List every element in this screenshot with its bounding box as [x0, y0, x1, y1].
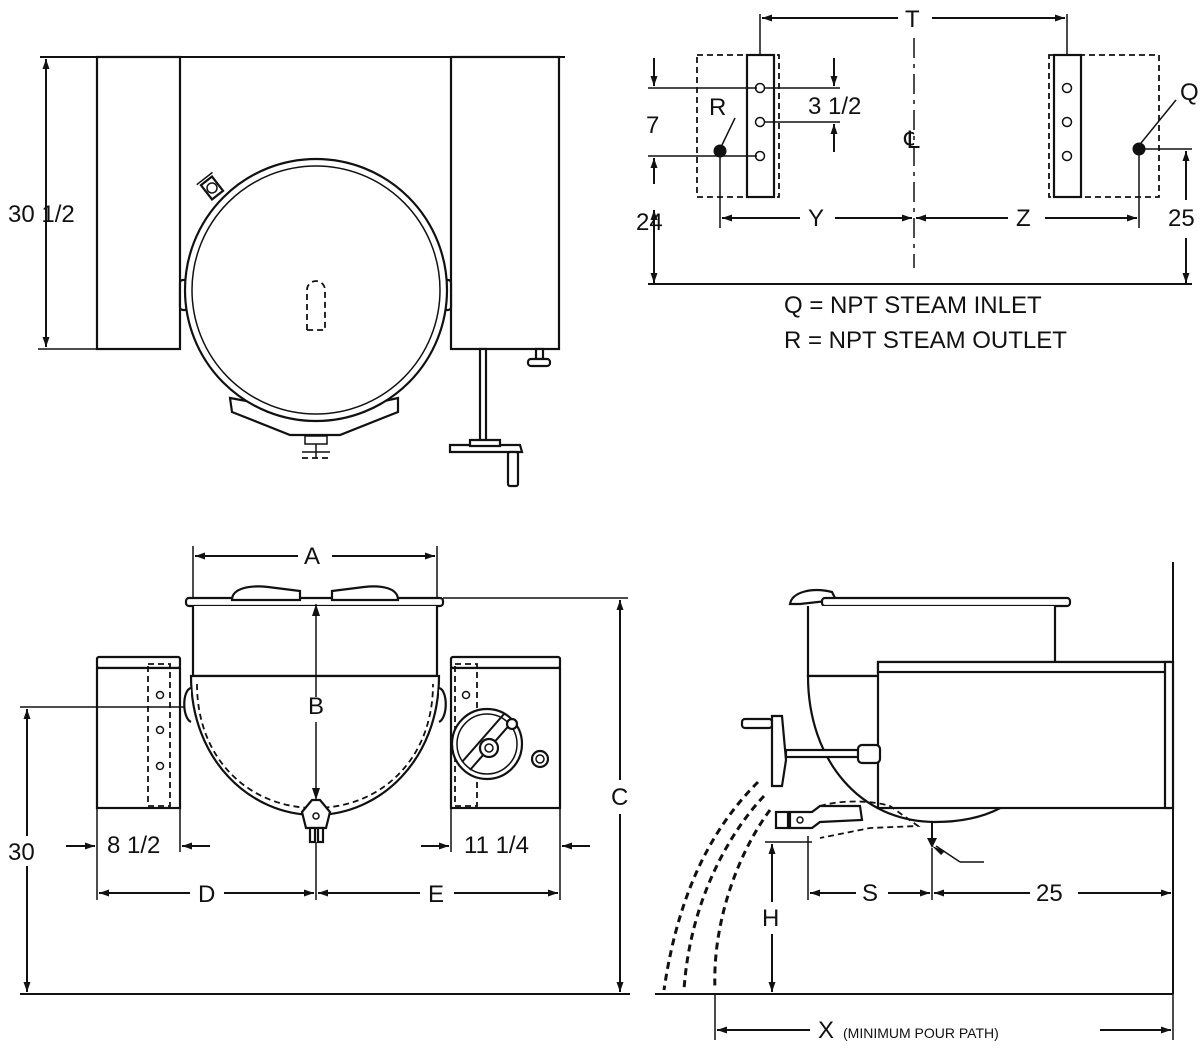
label-R: R: [709, 94, 726, 121]
dim-3-1-2: 3 1/2: [808, 93, 861, 120]
legend-steam-inlet: Q = NPT STEAM INLET: [784, 292, 1042, 319]
dim-Z: Z: [1016, 205, 1031, 232]
dim-X: X: [818, 1017, 834, 1044]
side-view: H S 25 X (MINIMUM POUR PATH): [655, 562, 1175, 1044]
steam-dot-icon: [1132, 142, 1146, 156]
dim-8-1-2: 8 1/2: [107, 832, 160, 859]
dim-H: H: [762, 905, 779, 932]
dim-B: B: [308, 693, 324, 720]
dim-Y: Y: [808, 205, 824, 232]
dim-11-1-4: 11 1/4: [464, 832, 529, 859]
dim-7: 7: [646, 112, 659, 139]
dim-E: E: [428, 881, 444, 908]
dim-D: D: [198, 881, 215, 908]
dim-24: 24: [636, 209, 663, 236]
label-Q: Q: [1180, 79, 1199, 106]
dim-S: S: [862, 880, 878, 907]
dim-C: C: [611, 784, 628, 811]
centerline-symbol-icon: ℄: [901, 127, 923, 154]
steam-connection-detail: T ℄ 3 1/2 7 R Q: [636, 6, 1199, 354]
dim-T: T: [905, 6, 920, 33]
dim-30: 30: [8, 839, 35, 866]
dim-25-side: 25: [1036, 880, 1063, 907]
front-view: A: [8, 543, 630, 995]
legend-steam-outlet: R = NPT STEAM OUTLET: [784, 327, 1067, 354]
right-console: [449, 55, 561, 351]
dim-30-1-2: 30 1/2: [8, 201, 75, 228]
dim-X-note: (MINIMUM POUR PATH): [843, 1025, 999, 1041]
dim-A: A: [304, 543, 320, 570]
top-view: 30 1/2: [8, 55, 565, 488]
dim-25-top: 25: [1168, 205, 1195, 232]
kettle-outer: [183, 157, 449, 423]
left-console: [95, 55, 182, 351]
steam-dot-icon: [713, 144, 727, 158]
